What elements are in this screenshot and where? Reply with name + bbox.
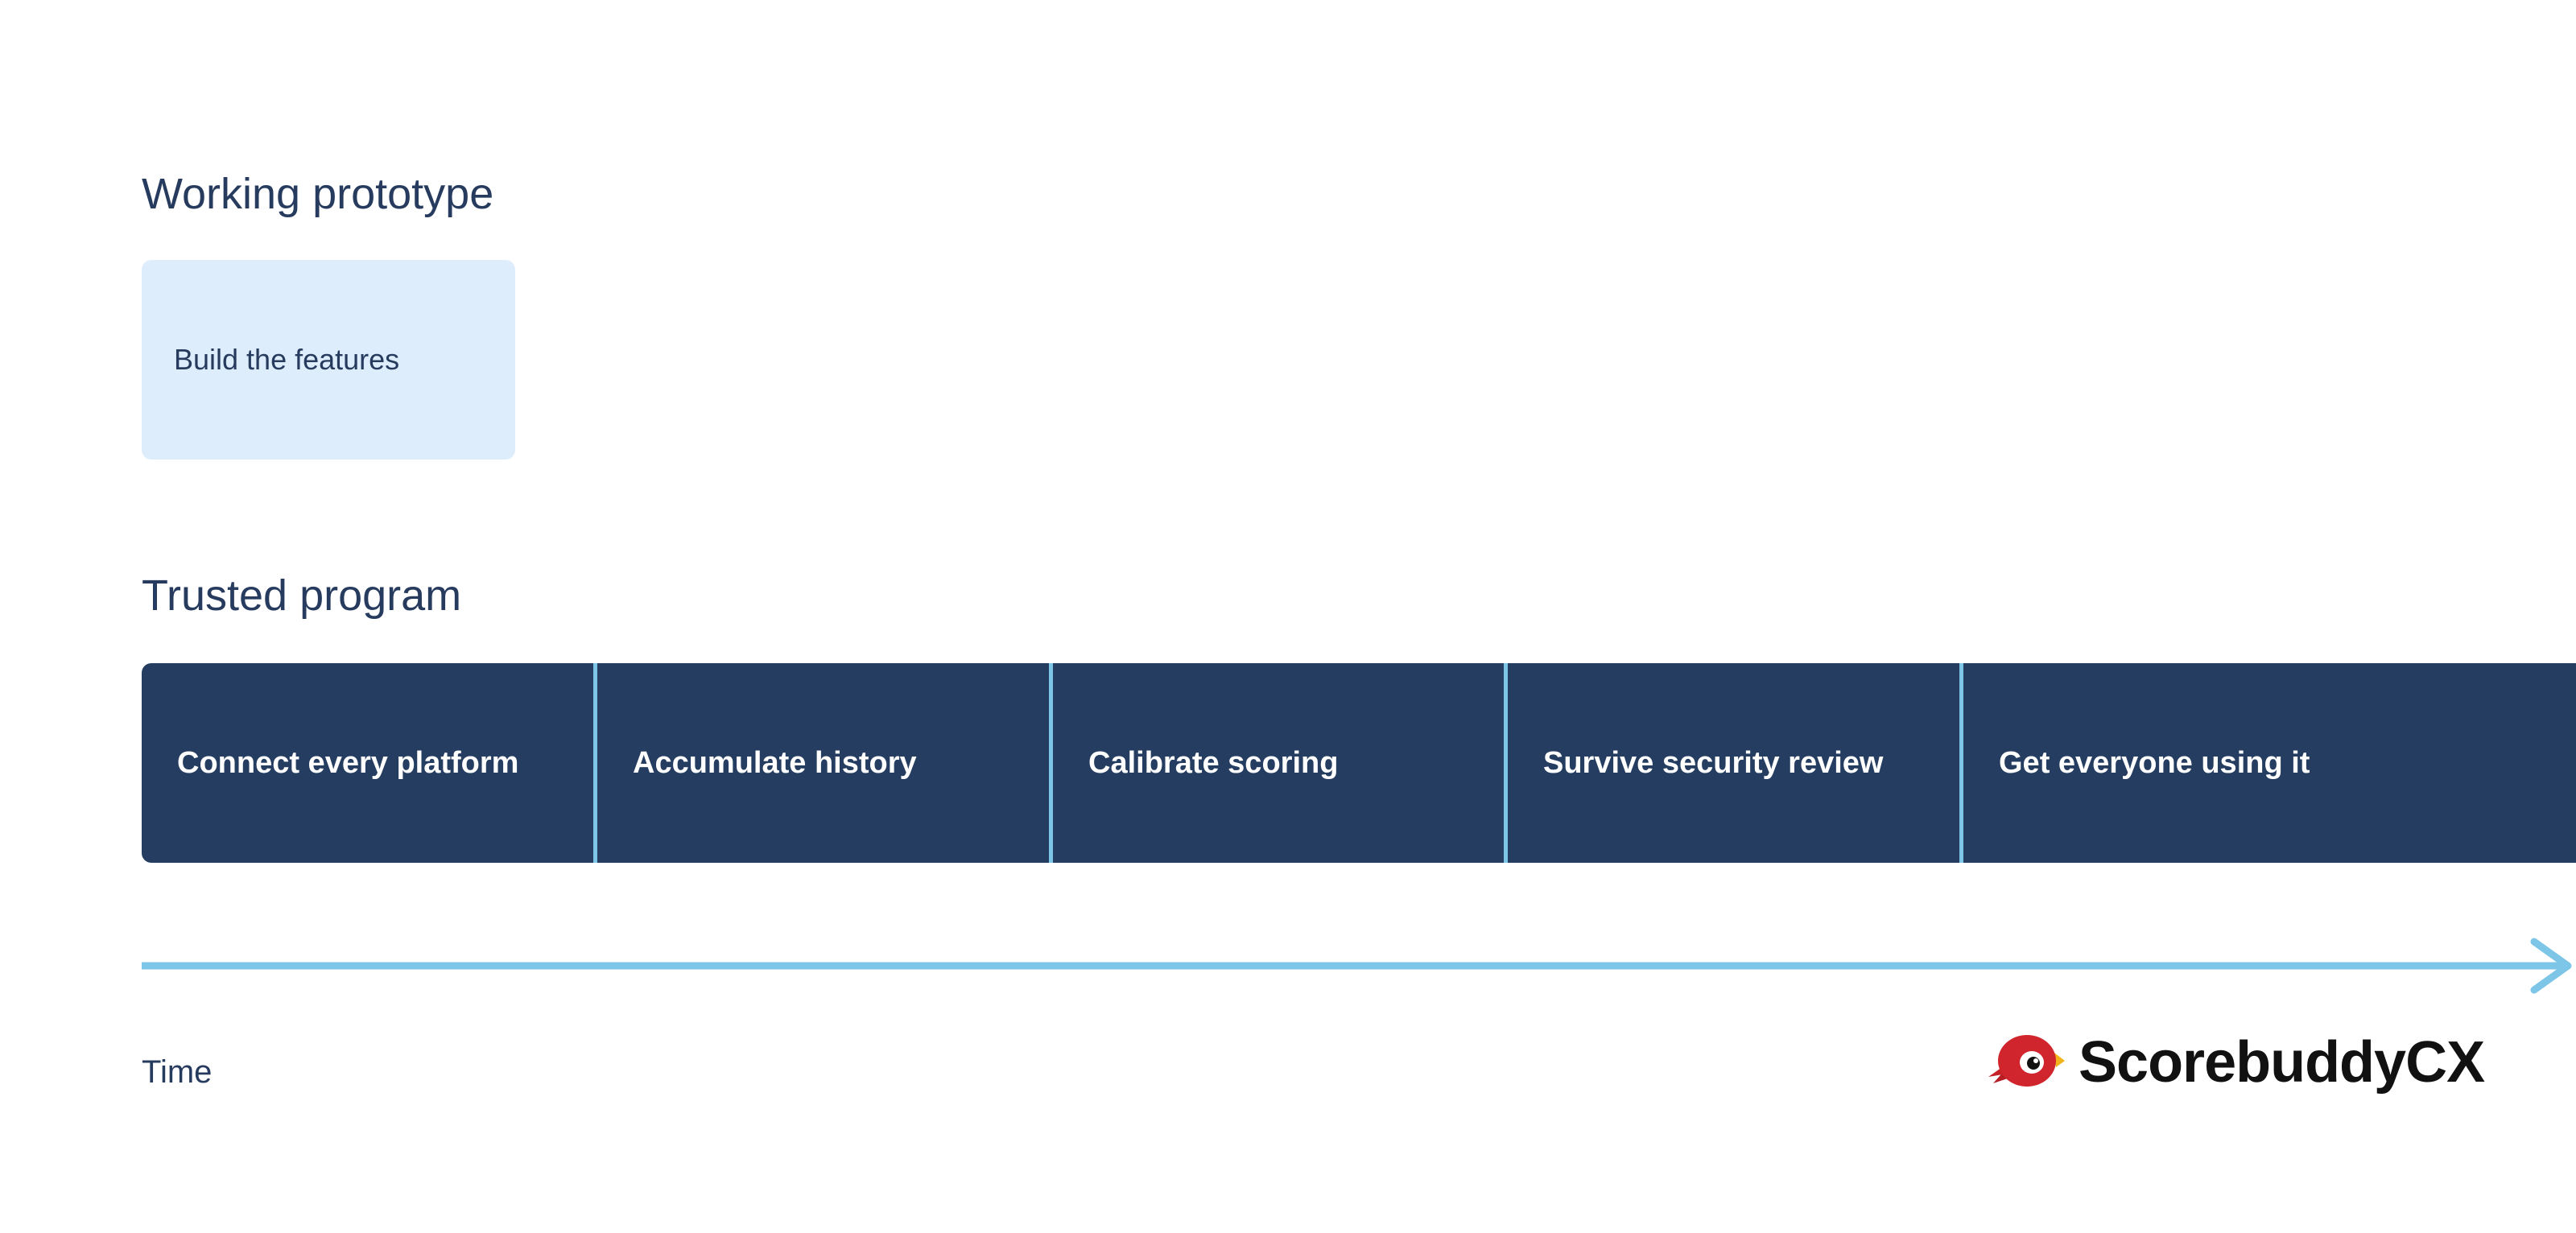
stage-security-review: Survive security review	[1508, 663, 1963, 863]
stage-divider	[1504, 663, 1508, 863]
stage-divider	[1049, 663, 1053, 863]
brand-name: ScorebuddyCX	[2079, 1030, 2485, 1095]
stage-label: Accumulate history	[633, 745, 917, 780]
stage-label: Connect every platform	[177, 745, 519, 780]
stage-divider	[1959, 663, 1963, 863]
build-features-card: Build the features	[142, 260, 515, 460]
time-axis-label: Time	[142, 1054, 213, 1090]
stage-calibrate-scoring: Calibrate scoring	[1053, 663, 1508, 863]
trusted-program-title: Trusted program	[142, 571, 462, 620]
trusted-program-bar: Connect every platform Accumulate histor…	[142, 663, 2576, 863]
stage-label: Get everyone using it	[1999, 745, 2310, 780]
stage-get-everyone: Get everyone using it	[1963, 663, 2576, 863]
stage-label: Calibrate scoring	[1088, 745, 1339, 780]
parrot-logo-icon	[1988, 1035, 2065, 1087]
time-axis-arrowhead-icon	[2530, 938, 2572, 994]
stage-label: Survive security review	[1543, 745, 1884, 780]
brand-logo: ScorebuddyCX	[1985, 1030, 2485, 1095]
build-features-label: Build the features	[174, 343, 400, 376]
stage-connect-platform: Connect every platform	[142, 663, 597, 863]
stage-accumulate-history: Accumulate history	[597, 663, 1052, 863]
stage-divider	[593, 663, 597, 863]
working-prototype-title: Working prototype	[142, 170, 494, 218]
